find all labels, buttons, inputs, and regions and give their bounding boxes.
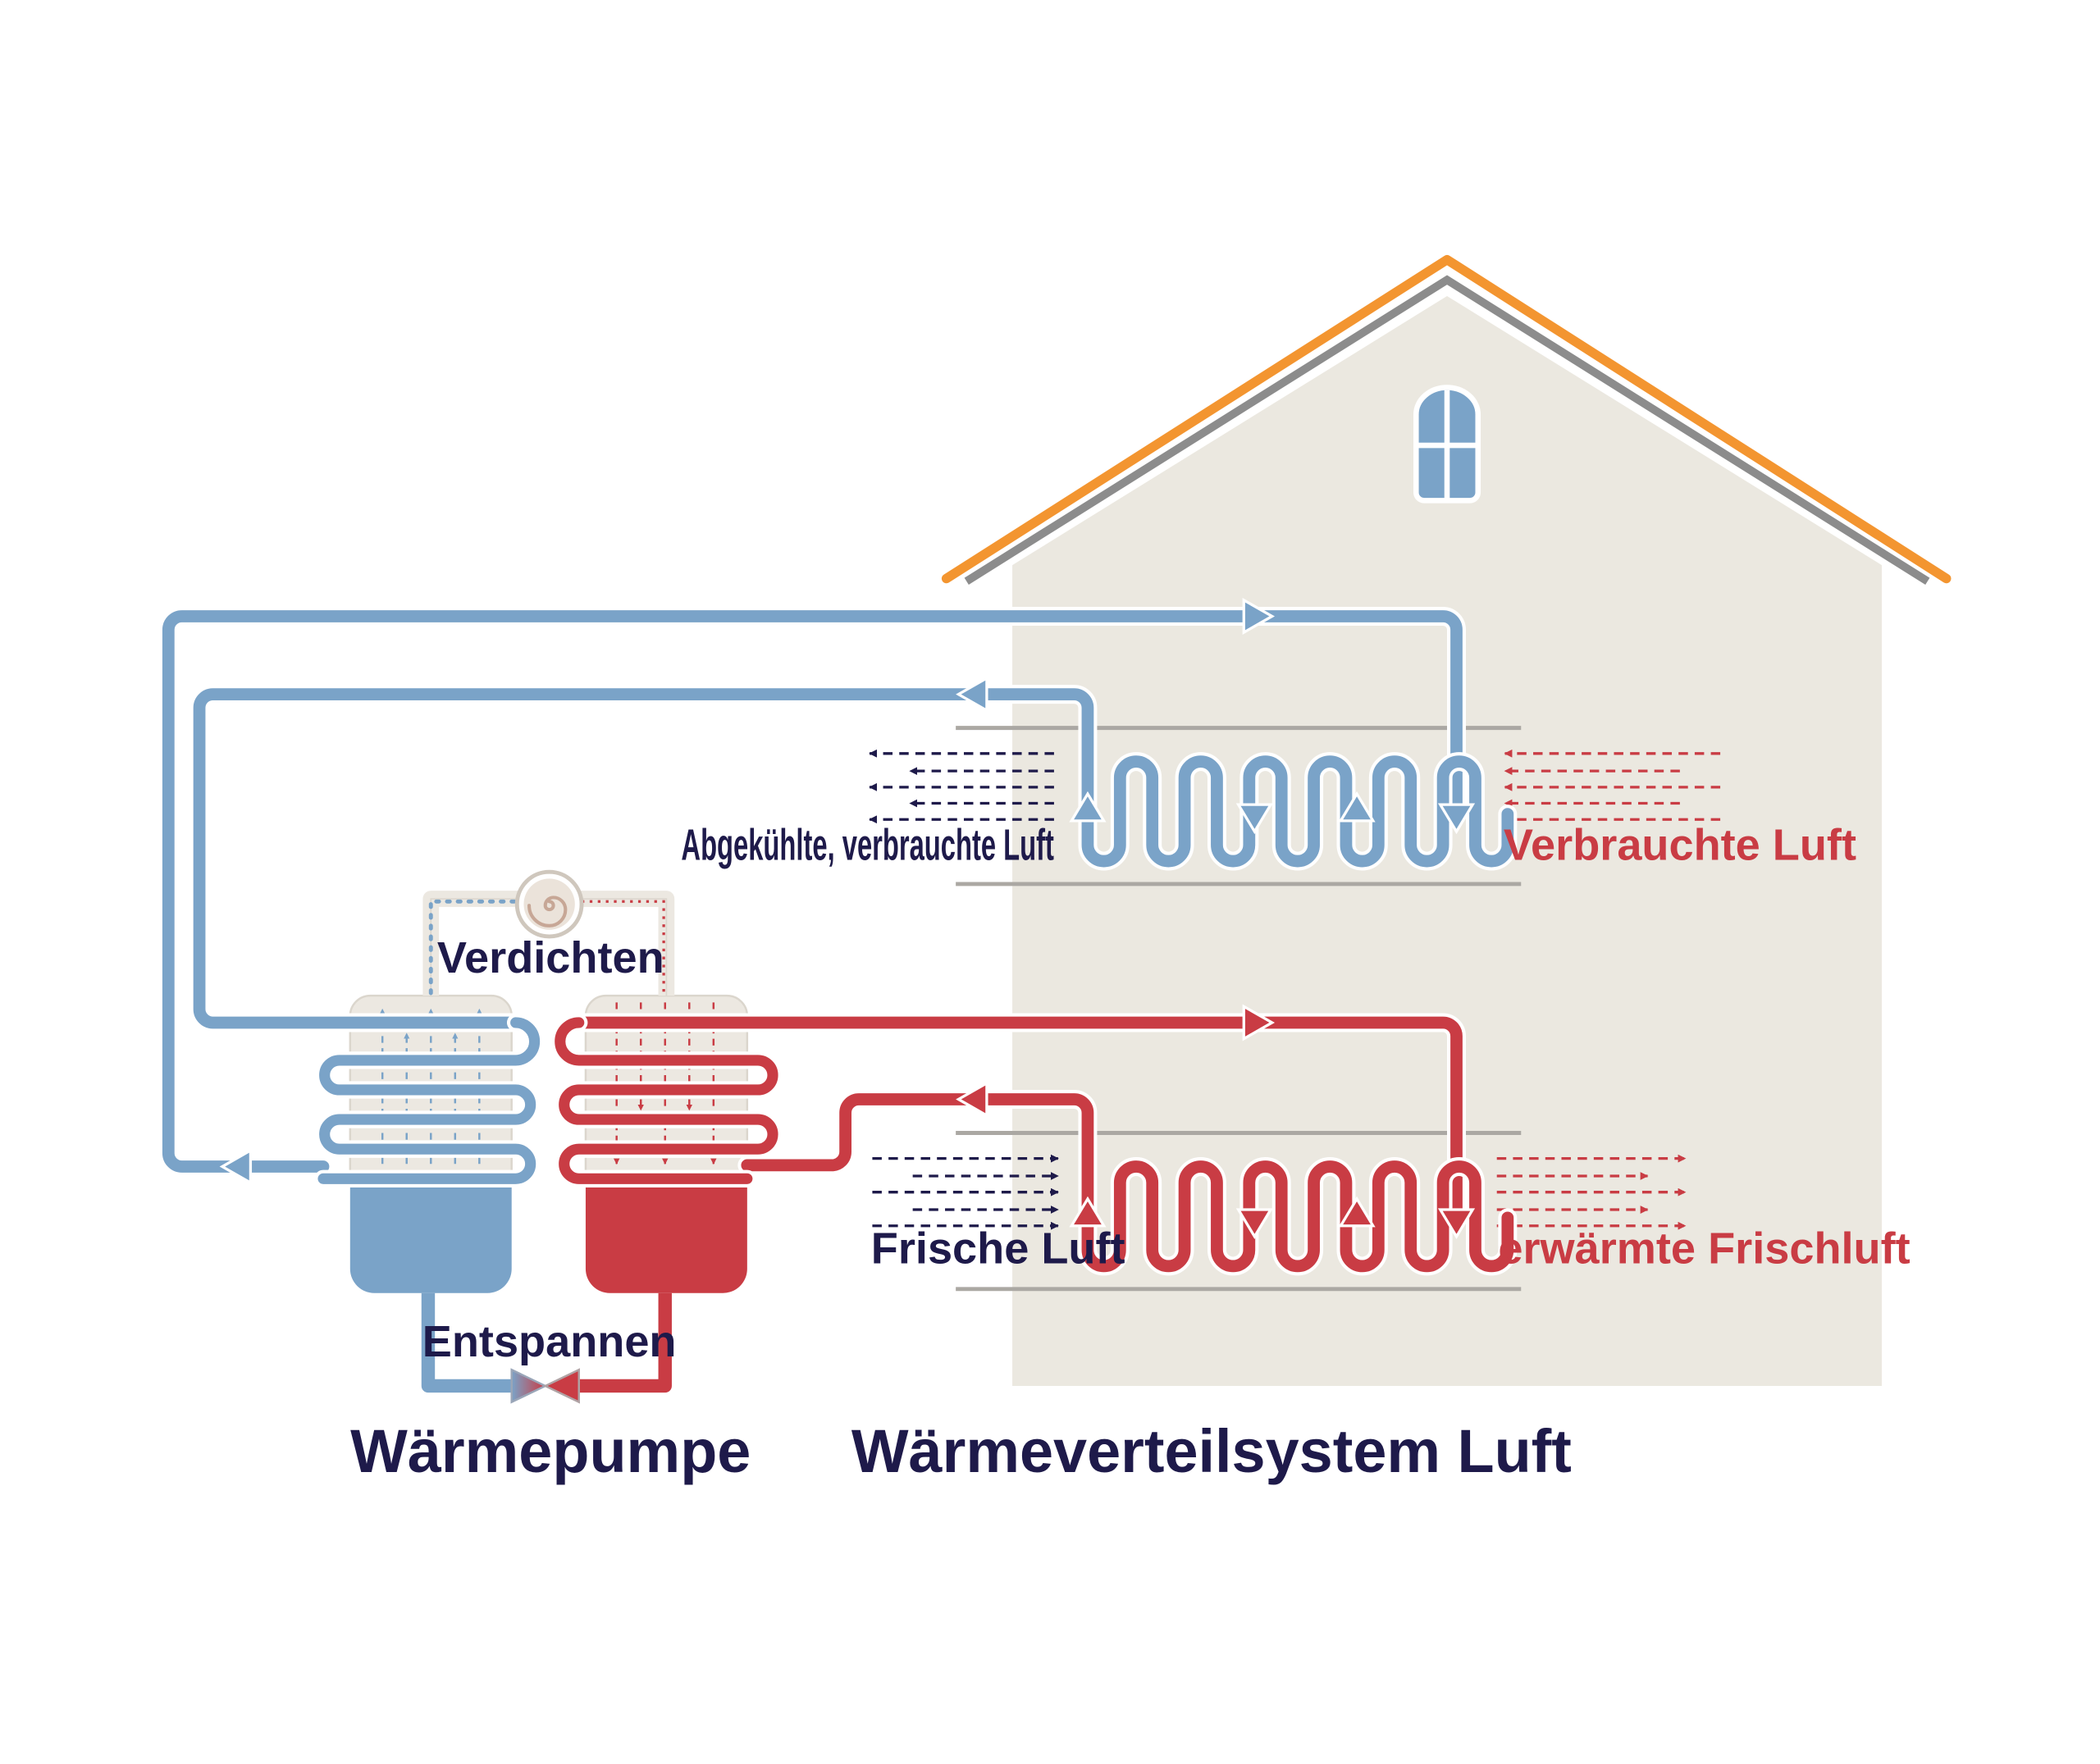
compressor-icon xyxy=(514,869,584,939)
cold-circuit xyxy=(158,606,1466,1176)
evaporator-tank xyxy=(349,994,513,1293)
lower-duct xyxy=(956,1131,1522,1292)
roof xyxy=(941,254,1952,584)
fresh-air-label: Frische Luft xyxy=(871,1224,1125,1274)
compress-label: Verdichten xyxy=(437,933,664,982)
upper-duct xyxy=(956,726,1522,887)
window-icon xyxy=(1413,385,1481,504)
heat-pump-title: Wärmepumpe xyxy=(350,1417,751,1485)
expand-label: Entspannen xyxy=(422,1317,677,1366)
cooled-air-label: Abgekühlte, verbrauchte Luft xyxy=(681,820,1053,869)
condenser-coil xyxy=(551,1014,782,1187)
hot-flow-arrows xyxy=(956,1004,1476,1240)
expansion-line-hot xyxy=(574,1292,672,1393)
expansion-line-cold xyxy=(421,1292,516,1393)
hot-circuit xyxy=(569,1013,1466,1228)
upper-heat-exchanger-coil xyxy=(1078,752,1518,871)
exhaust-air-arrows xyxy=(869,749,1054,824)
distribution-title: Wärmeverteilsystem Luft xyxy=(851,1417,1572,1485)
fresh-air-arrows xyxy=(872,1154,1059,1230)
lower-heat-exchanger-coil xyxy=(1078,1157,1518,1276)
expansion-valve-icon xyxy=(510,1368,580,1404)
warmed-air-arrows xyxy=(1496,1154,1687,1230)
warmed-air-label: erwärmte Frischluft xyxy=(1498,1224,1910,1274)
cold-flow-arrows xyxy=(219,597,1476,1186)
used-air-arrows xyxy=(1504,749,1721,824)
evaporator-coil xyxy=(314,1014,544,1187)
used-air-label: Verbrauchte Luft xyxy=(1504,820,1856,869)
roof-shadow xyxy=(964,275,1930,585)
